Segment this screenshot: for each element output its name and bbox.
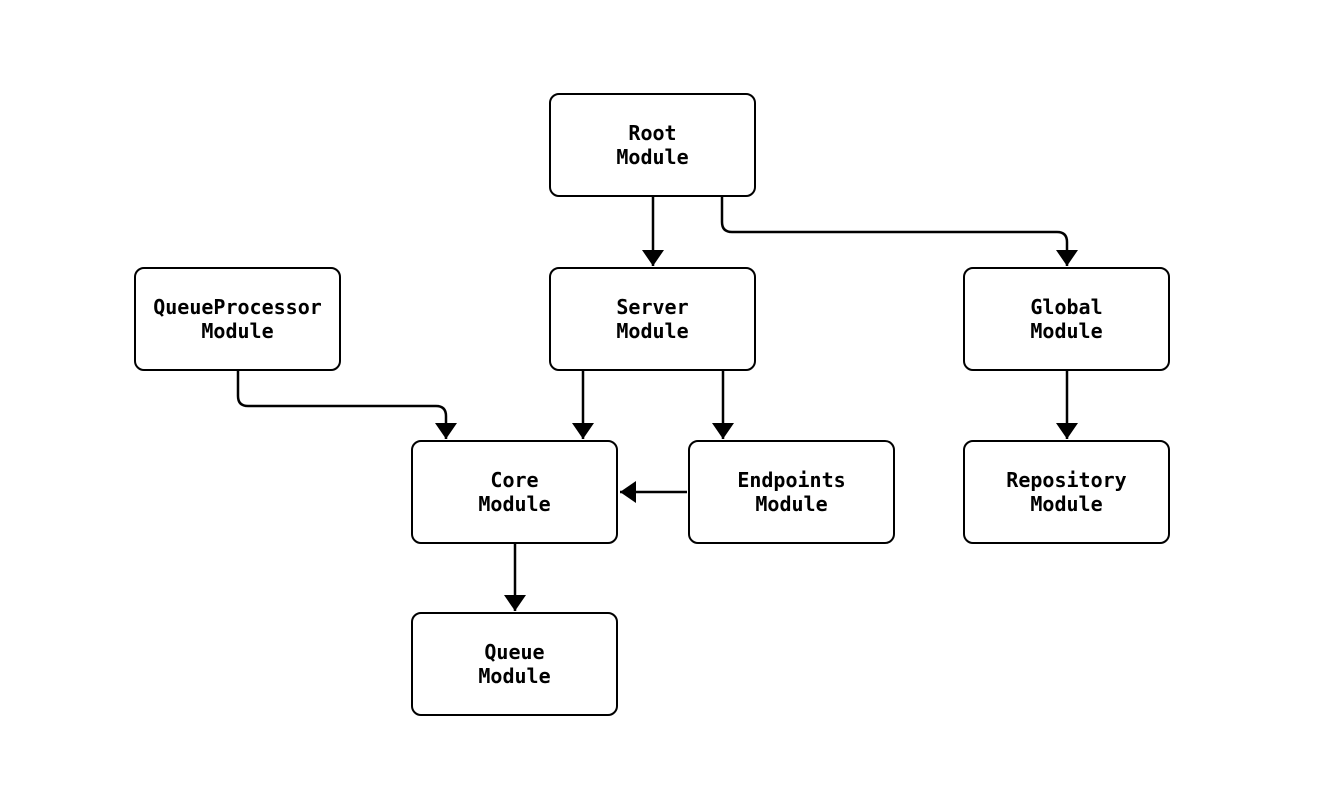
node-queueprocessor-module-label: QueueProcessor Module [153, 295, 322, 343]
node-server-module: Server Module [549, 267, 756, 371]
node-server-module-label: Server Module [616, 295, 689, 343]
node-repository-module: Repository Module [963, 440, 1170, 544]
node-queueprocessor-module: QueueProcessor Module [134, 267, 341, 371]
edge-root-to-global [720, 197, 1078, 266]
node-root-module-label: Root Module [616, 121, 689, 169]
node-queue-module: Queue Module [411, 612, 618, 716]
edge-queueprocessor-to-core [236, 371, 457, 439]
node-queue-module-label: Queue Module [478, 640, 551, 688]
node-global-module-label: Global Module [1030, 295, 1103, 343]
node-root-module: Root Module [549, 93, 756, 197]
node-repository-module-label: Repository Module [1006, 468, 1127, 516]
node-endpoints-module-label: Endpoints Module [737, 468, 846, 516]
node-global-module: Global Module [963, 267, 1170, 371]
node-endpoints-module: Endpoints Module [688, 440, 895, 544]
node-core-module-label: Core Module [478, 468, 551, 516]
node-core-module: Core Module [411, 440, 618, 544]
